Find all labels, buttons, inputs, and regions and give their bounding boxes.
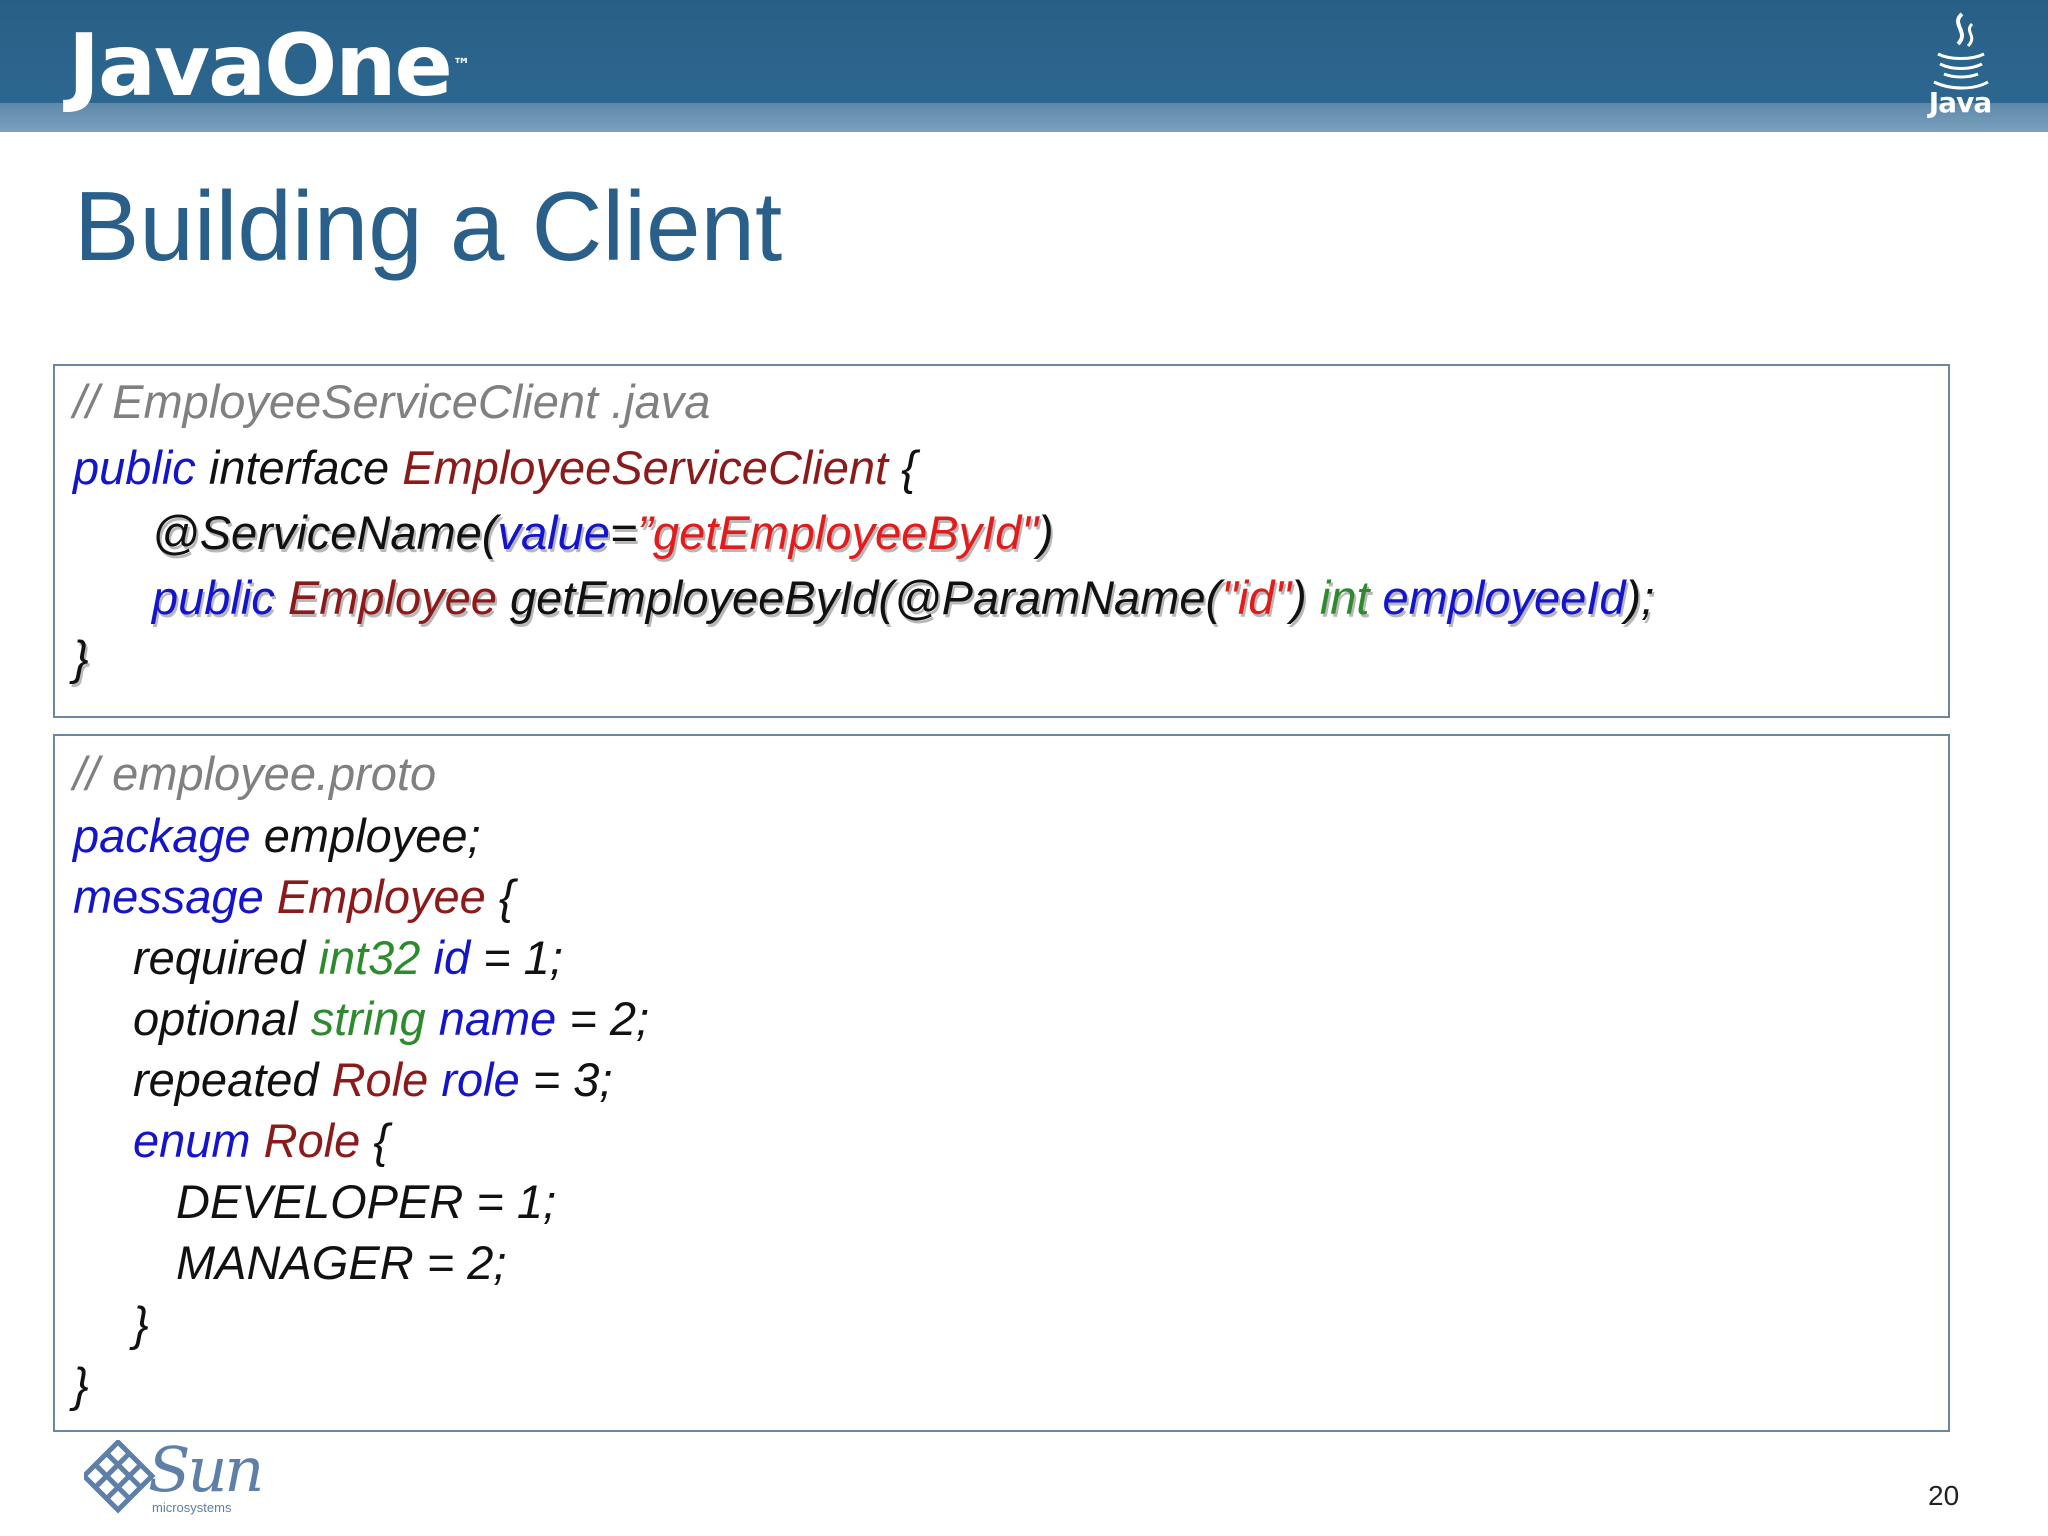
- java-interface-name: EmployeeServiceClient: [402, 441, 889, 494]
- page-number: 20: [1928, 1480, 1960, 1511]
- proto-message-name: Employee: [276, 870, 486, 923]
- java-cup-icon: [1933, 12, 1989, 90]
- java-int-type: int: [1319, 571, 1370, 624]
- java-param-name: employeeId: [1382, 571, 1626, 624]
- proto-field-modifier: repeated: [133, 1053, 319, 1106]
- proto-enum-value: MANAGER = 2;: [176, 1236, 507, 1289]
- java-interface-line: public interface EmployeeServiceClient {: [73, 438, 917, 498]
- java-annotation-close: ): [1038, 506, 1054, 559]
- java-method-public-keyword: public: [152, 571, 275, 624]
- proto-field-name: name: [438, 992, 557, 1045]
- java-close-brace: }: [73, 631, 89, 684]
- proto-enum-line: enum Role {: [133, 1111, 389, 1171]
- java-interface-keyword: interface: [208, 441, 390, 494]
- proto-field-line: required int32 id = 1;: [133, 928, 563, 988]
- sun-logo-text: Sun: [148, 1433, 264, 1506]
- java-annotation-string: ”getEmployeeById": [637, 506, 1038, 559]
- proto-message-close: }: [73, 1358, 89, 1411]
- proto-field-line: repeated Role role = 3;: [133, 1050, 612, 1110]
- proto-field-type: int32: [318, 931, 421, 984]
- java-open-brace: {: [901, 441, 917, 494]
- java-annotation-param: value: [497, 506, 610, 559]
- java-annotation-equals: =: [609, 506, 638, 559]
- proto-enum-name: Role: [263, 1114, 361, 1167]
- proto-field-modifier: required: [133, 931, 306, 984]
- proto-field-name: id: [433, 931, 471, 984]
- proto-package-keyword: package: [73, 809, 251, 862]
- proto-enum-brace: {: [373, 1114, 390, 1167]
- java-comment-line: // EmployeeServiceClient .java: [73, 375, 711, 428]
- proto-package-line: package employee;: [73, 806, 481, 866]
- proto-enum-value: DEVELOPER = 1;: [176, 1175, 557, 1228]
- java-logo-label: Java: [1928, 86, 1992, 119]
- proto-enum-keyword: enum: [133, 1114, 251, 1167]
- proto-message-brace: {: [498, 870, 515, 923]
- proto-package-name: employee;: [263, 809, 481, 862]
- java-method-end: );: [1625, 571, 1655, 624]
- brand-text: JavaOne: [68, 16, 453, 116]
- proto-field-assign: = 3;: [532, 1053, 613, 1106]
- java-param-close: ): [1291, 571, 1307, 624]
- proto-message-keyword: message: [73, 870, 264, 923]
- proto-field-name: role: [441, 1053, 520, 1106]
- java-annotation: @ServiceName(: [152, 506, 498, 559]
- proto-message-line: message Employee {: [73, 867, 515, 927]
- java-public-keyword: public: [73, 441, 196, 494]
- java-method-signature: getEmployeeById(@ParamName(: [509, 571, 1222, 624]
- proto-field-type: Role: [331, 1053, 429, 1106]
- java-param-string: "id": [1221, 571, 1292, 624]
- slide-title: Building a Client: [74, 171, 783, 281]
- brand-trademark: ™: [452, 55, 471, 76]
- java-annotation-line: @ServiceName(value=”getEmployeeById"): [152, 503, 1054, 563]
- proto-comment-line: // employee.proto: [73, 747, 437, 800]
- proto-field-type: string: [310, 992, 426, 1045]
- sun-logo-icon: [84, 1440, 156, 1514]
- proto-code-box: // employee.proto package employee; mess…: [53, 734, 1950, 1432]
- proto-enum-close: }: [133, 1297, 149, 1350]
- java-method-line: public Employee getEmployeeById(@ParamNa…: [152, 568, 1654, 628]
- proto-field-line: optional string name = 2;: [133, 989, 649, 1049]
- proto-field-modifier: optional: [133, 992, 298, 1045]
- proto-field-assign: = 2;: [569, 992, 650, 1045]
- sun-logo-subtext: microsystems: [152, 1500, 232, 1515]
- proto-field-assign: = 1;: [483, 931, 563, 984]
- java-return-type: Employee: [287, 571, 497, 624]
- header-bar: [0, 0, 2048, 132]
- java-code-box: // EmployeeServiceClient .java public in…: [53, 364, 1950, 718]
